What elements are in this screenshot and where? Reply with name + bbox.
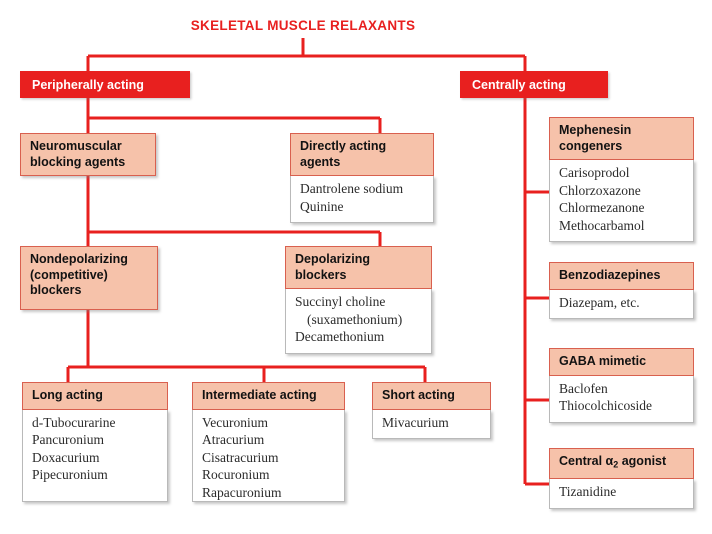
card-directly-acting-header: Directly acting agents [290,133,434,176]
drug-item: Dantrolene sodium [300,181,404,196]
drug-item: Atracurium [202,432,265,447]
greek-alpha-glyph: α [605,454,614,468]
drug-item: Tizanidine [559,484,617,500]
drug-item: Pancuronium [32,432,104,447]
card-gaba-mimetic-header: GABA mimetic [549,348,694,376]
drug-item: Thiocolchicoside [559,398,652,413]
card-intermediate-acting-body: Vecuronium Atracurium Cisatracurium Rocu… [192,409,345,502]
card-neuromuscular-header: Neuromuscular blocking agents [20,133,156,176]
card-neuromuscular-header-line1: Neuromuscular [30,139,122,153]
drug-item: Diazepam, etc. [559,294,640,310]
card-central-alpha2-header-post: agonist [618,454,667,468]
card-central-alpha2-header: Central α2 agonist [549,448,694,480]
card-depolarizing-header-line1: Depolarizing [295,252,371,266]
branch-centrally-acting-label: Centrally acting [472,77,566,92]
drug-item: Cisatracurium [202,449,279,465]
card-neuromuscular-blocking-agents[interactable]: Neuromuscular blocking agents [20,133,156,176]
card-mephenesin-body: Carisoprodol Chlorzoxazone Chlormezanone… [549,160,694,242]
card-short-acting[interactable]: Short acting Mivacurium [372,382,491,439]
card-depolarizing-blockers[interactable]: Depolarizing blockers Succinyl choline (… [285,246,432,354]
drug-item: Rapacuronium [202,484,282,500]
card-intermediate-acting[interactable]: Intermediate acting Vecuronium Atracuriu… [192,382,345,502]
card-gaba-mimetic[interactable]: GABA mimetic Baclofen Thiocolchicoside [549,348,694,423]
card-nondepolarizing-header: Nondepolarizing (competitive) blockers [20,246,158,310]
card-long-acting-body: d-Tubocurarine Pancuronium Doxacurium Pi… [22,409,168,502]
card-depolarizing-header-line2: blockers [295,267,347,282]
drug-item: Doxacurium [32,449,100,465]
card-long-acting-header: Long acting [22,382,168,410]
card-nondepolarizing-blockers[interactable]: Nondepolarizing (competitive) blockers [20,246,158,310]
drug-item: Methocarbamol [559,217,645,233]
page-title: SKELETAL MUSCLE RELAXANTS [190,18,416,33]
drug-item: Rocuronium [202,467,270,482]
card-benzodiazepines-header: Benzodiazepines [549,262,694,290]
card-nondepolarizing-header-line2: (competitive) [30,267,108,282]
drug-item: Pipecuronium [32,467,108,482]
card-mephenesin-congeners[interactable]: Mephenesin congeners Carisoprodol Chlorz… [549,117,694,242]
card-short-acting-header: Short acting [372,382,491,410]
card-intermediate-acting-header: Intermediate acting [192,382,345,410]
card-mephenesin-header-line1: Mephenesin [559,123,632,137]
card-directly-acting-header-line1: Directly acting [300,139,387,153]
card-directly-acting-header-line2: agents [300,154,341,169]
drug-item: (suxamethonium) [307,311,403,327]
drug-item: Baclofen [559,380,608,396]
card-directly-acting-body: Dantrolene sodium Quinine [290,176,434,223]
card-central-alpha2-agonist[interactable]: Central α2 agonist Tizanidine [549,448,694,509]
card-depolarizing-body: Succinyl choline (suxamethonium) Decamet… [285,289,432,354]
card-short-acting-body: Mivacurium [372,409,491,439]
card-gaba-mimetic-body: Baclofen Thiocolchicoside [549,375,694,423]
card-benzodiazepines-body: Diazepam, etc. [549,289,694,319]
drug-item: Mivacurium [382,414,449,430]
drug-item: Carisoprodol [559,165,630,180]
branch-peripherally-acting[interactable]: Peripherally acting [20,71,190,98]
drug-item: Decamethonium [295,329,385,344]
branch-peripherally-acting-label: Peripherally acting [32,77,144,92]
drug-item: d-Tubocurarine [32,414,116,430]
drug-item: Quinine [300,198,344,214]
card-benzodiazepines[interactable]: Benzodiazepines Diazepam, etc. [549,262,694,319]
card-directly-acting-agents[interactable]: Directly acting agents Dantrolene sodium… [290,133,434,223]
card-mephenesin-header: Mephenesin congeners [549,117,694,160]
branch-centrally-acting[interactable]: Centrally acting [460,71,608,98]
card-neuromuscular-header-line2: blocking agents [30,154,126,169]
subscript-two: 2 [613,459,619,470]
card-long-acting[interactable]: Long acting d-Tubocurarine Pancuronium D… [22,382,168,502]
card-nondepolarizing-header-line3: blockers [30,283,82,297]
card-central-alpha2-body: Tizanidine [549,479,694,509]
card-depolarizing-header: Depolarizing blockers [285,246,432,289]
drug-item: Chlorzoxazone [559,182,641,198]
card-mephenesin-header-line2: congeners [559,138,623,153]
card-nondepolarizing-header-line1: Nondepolarizing [30,252,128,266]
card-central-alpha2-header-pre: Central [559,454,606,468]
drug-item: Succinyl choline [295,294,386,309]
drug-item: Chlormezanone [559,200,645,215]
drug-item: Vecuronium [202,414,268,430]
